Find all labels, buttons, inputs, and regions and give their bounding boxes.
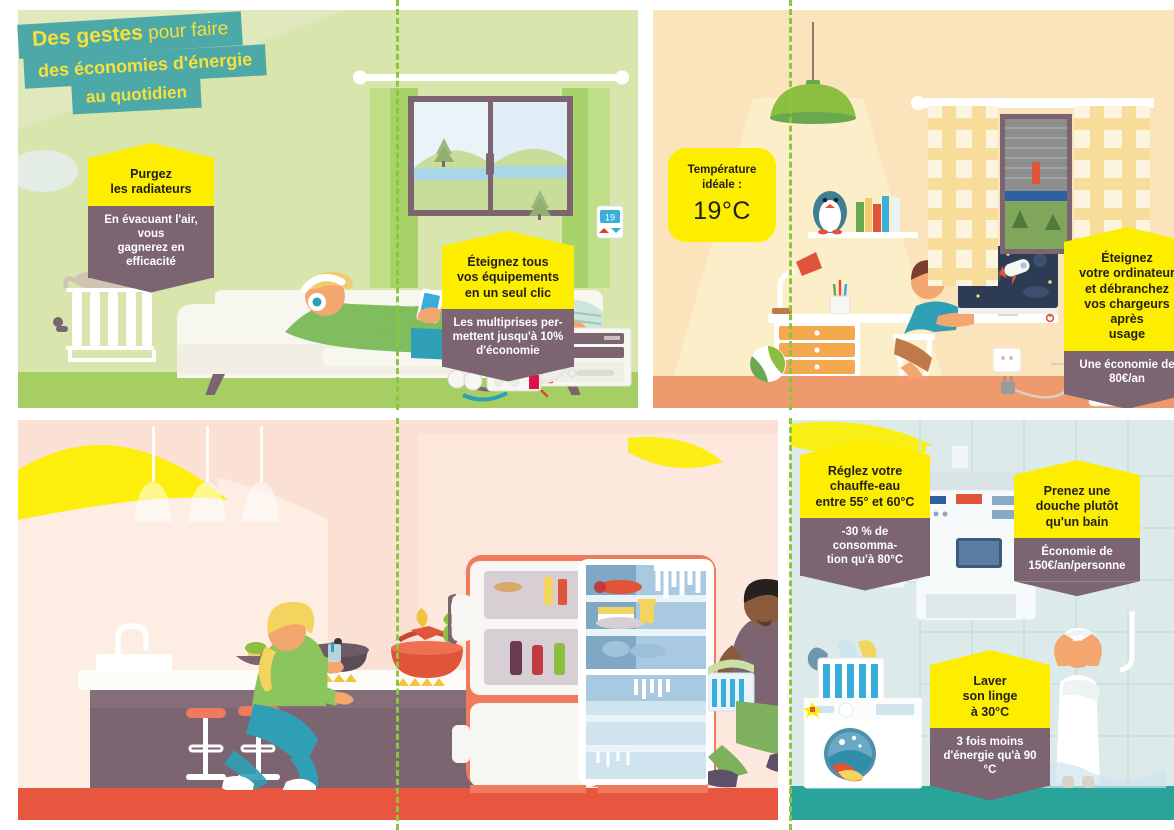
shower-scene — [1020, 590, 1166, 788]
person-in-towel — [1054, 628, 1102, 788]
callout-sub: En évacuant l'air, vous gagnerez en effi… — [88, 205, 214, 278]
fridge-freezer-door — [448, 703, 600, 787]
desk-scene — [768, 246, 1058, 378]
pencil-cup — [829, 280, 851, 315]
callout-temperature-ideale[interactable]: Température idéale : 19°C — [668, 148, 776, 242]
fridge-open-door — [448, 561, 608, 695]
fold-guide-top-right — [789, 0, 792, 410]
callout-head: Éteignez votre ordinateur et débranchez … — [1064, 242, 1174, 351]
radiator-valve — [53, 317, 68, 332]
thermostat: 19 — [596, 205, 624, 239]
bedroom-shelf — [808, 191, 918, 238]
beach-ball — [750, 346, 786, 382]
title-banner: Des gestes pour faire des économies d'én… — [10, 11, 300, 115]
penguin-toy — [813, 191, 847, 235]
callout-douche-plutot-bain[interactable]: Prenez une douche plutôt qu'un bain Écon… — [1014, 475, 1140, 582]
callout-sub: Les multiprises per- mettent jusqu'à 10%… — [442, 308, 574, 367]
callout-sub: Une économie de 80€/an — [1064, 350, 1174, 394]
washing-machine — [803, 698, 923, 789]
cloud-decoration — [18, 150, 78, 192]
title-line-1-bold: Des gestes — [31, 21, 144, 51]
svg-text:19: 19 — [605, 213, 615, 223]
callout-purgez-radiateurs[interactable]: Purgez les radiateurs En évacuant l'air,… — [88, 158, 214, 278]
callout-eteignez-ordinateur[interactable]: Éteignez votre ordinateur et débranchez … — [1064, 242, 1174, 394]
fold-guide-top-left — [396, 0, 399, 410]
callout-head: Laver son linge à 30°C — [930, 665, 1050, 728]
callout-sub: -30 % de consomma- tion qu'à 80°C — [800, 517, 930, 576]
woman-at-counter — [186, 601, 354, 790]
panel-living-room: 19 — [18, 10, 638, 408]
man-with-basket — [708, 579, 778, 788]
refrigerator — [448, 555, 716, 793]
panel-bedroom: Température idéale : 19°C Éteignez votre… — [653, 10, 1174, 408]
callout-laver-linge[interactable]: Laver son linge à 30°C 3 fois moins d'én… — [930, 665, 1050, 786]
pendant-lamp — [770, 22, 856, 124]
woman-figure — [222, 601, 354, 790]
kitchen-sink — [96, 623, 172, 672]
callout-sub: Économie de 150€/an/personne — [1014, 537, 1140, 582]
callout-sub: 3 fois moins d'énergie qu'à 90 °C — [930, 727, 1050, 786]
laundry-basket — [807, 639, 885, 703]
temperature-value: 19°C — [693, 196, 751, 225]
kitchen-pendant-lamps — [134, 426, 280, 522]
fridge-contents — [594, 580, 666, 658]
fold-guide-bottom-right — [789, 418, 792, 830]
callout-head: Réglez votre chauffe-eau entre 55° et 60… — [800, 455, 930, 518]
led-indicator — [803, 702, 822, 718]
callout-head: Prenez une douche plutôt qu'un bain — [1014, 475, 1140, 538]
frost-ice — [654, 563, 706, 599]
callout-chauffe-eau[interactable]: Réglez votre chauffe-eau entre 55° et 60… — [800, 455, 930, 576]
panel-bathroom: Réglez votre chauffe-eau entre 55° et 60… — [790, 420, 1174, 820]
title-line-3: au quotidien — [71, 77, 202, 115]
callout-head: Éteignez tous vos équipements en un seul… — [442, 246, 574, 309]
fold-guide-bottom-left — [396, 418, 399, 830]
title-line-1-thin: pour faire — [142, 18, 229, 45]
callout-head: Purgez les radiateurs — [88, 158, 214, 206]
callout-head: Température idéale : 19°C — [668, 148, 776, 242]
callout-multiprise[interactable]: Éteignez tous vos équipements en un seul… — [442, 246, 574, 367]
panel-kitchen: Installez un mousseur sur les robinets (… — [18, 420, 778, 820]
door-bottles — [494, 577, 567, 675]
bar-stool-empty — [186, 708, 226, 780]
shower-head — [1119, 590, 1142, 673]
desk-lamp — [772, 252, 822, 314]
